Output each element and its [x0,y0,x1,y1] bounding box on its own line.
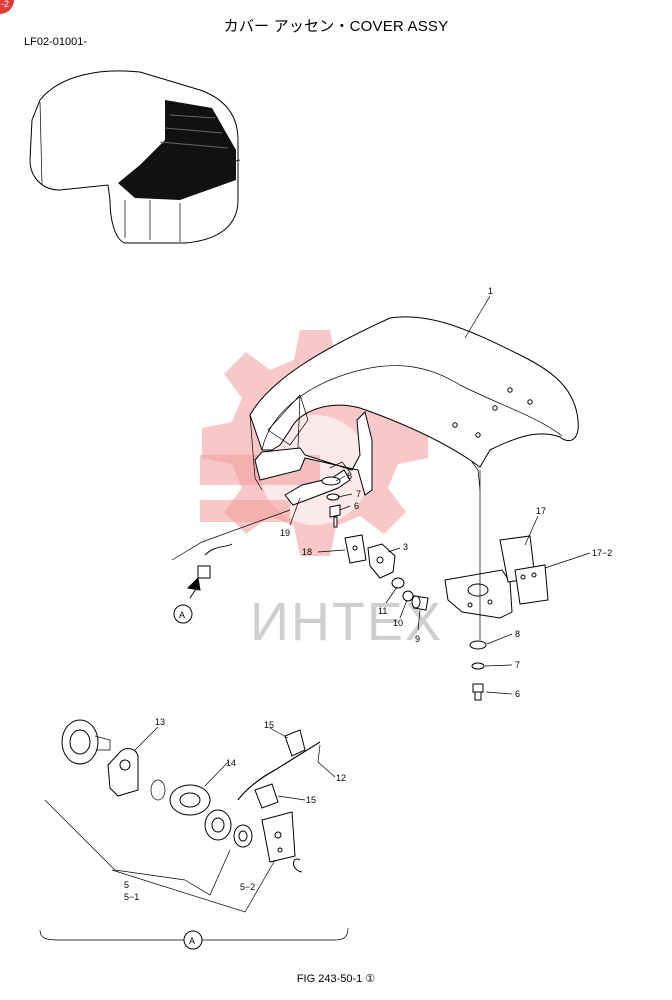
callout-17: 17 [536,506,546,516]
page-title: カバー アッセン・COVER ASSY [223,18,449,35]
callout-5-1: 5−1 [124,892,139,902]
callout-1: 1 [488,286,493,296]
figure-reference: FIG 243-50-1 ① [296,973,376,985]
callout-11: 11 [378,606,387,616]
callout-19: 19 [280,528,290,538]
callout-17-2: 17−2 [592,548,612,558]
callout-6-lower: 6 [515,689,520,699]
callout-9: 9 [415,634,420,644]
detail-a-group: A [39,719,349,950]
callout-8-upper: 8 [347,471,352,481]
callout-ref-a-top: A [179,610,185,620]
callout-15-lower: 15 [306,795,316,805]
callout-13: 13 [155,717,165,727]
callout-18: 18 [302,547,312,557]
callout-5: 5 [124,880,129,890]
model-code: LF02-01001- [24,36,87,48]
callout-10: 10 [393,618,403,628]
callout-7-lower: 7 [515,660,520,670]
leader-lines [134,295,591,801]
callout-labels: 1 8 7 6 19 18 3 11 10 9 17 17−2 8 7 6 13… [124,286,612,902]
callout-15-upper: 15 [264,720,274,730]
latch-assembly [284,461,351,528]
machine-thumbnail [29,70,241,244]
bracket-assembly [444,535,549,619]
detail-a-callout: A [171,509,291,624]
corner-badge-text: -2 [1,0,10,9]
callout-14: 14 [226,758,236,768]
callout-5-2: 5−2 [240,882,255,892]
cover-part-1 [249,316,579,496]
watermark-text: ИНТЕХ [250,592,443,652]
callout-12: 12 [336,773,346,783]
callout-6-upper: 6 [354,501,359,511]
callout-8-lower: 8 [515,629,520,639]
hinge-assembly [344,534,429,611]
callout-3: 3 [403,542,408,552]
callout-ref-a-bottom: A [189,936,195,946]
callout-7-upper: 7 [356,489,361,499]
bolt-stack [469,470,487,701]
